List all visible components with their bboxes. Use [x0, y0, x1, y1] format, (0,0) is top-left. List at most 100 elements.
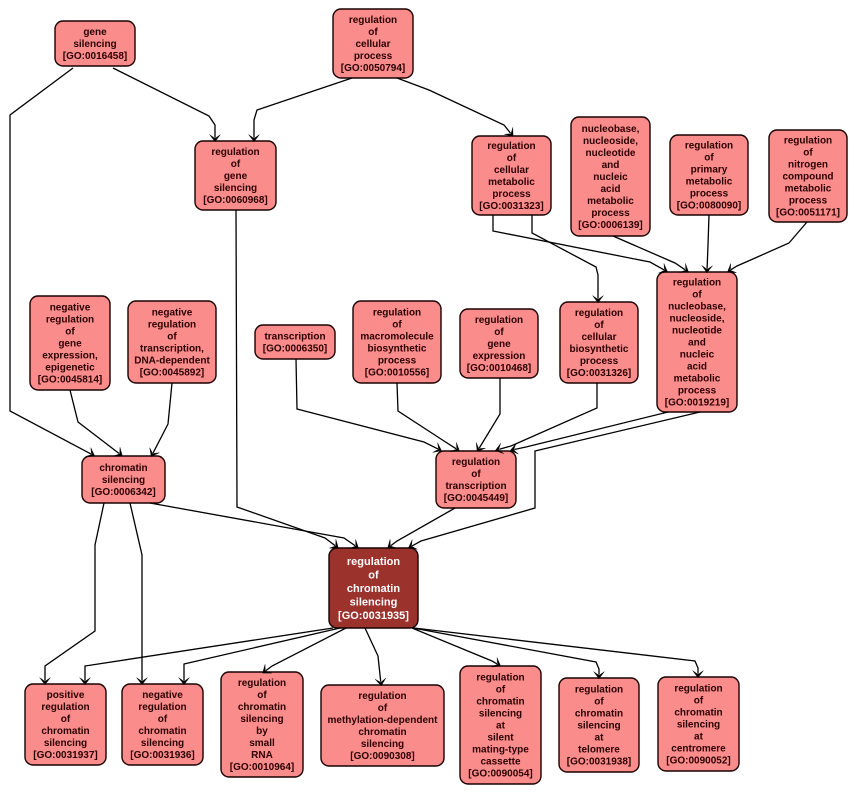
svg-text:gene: gene	[58, 339, 82, 350]
svg-text:at: at	[595, 733, 605, 744]
svg-text:[GO:0051171]: [GO:0051171]	[776, 208, 840, 219]
svg-text:cellular: cellular	[581, 332, 616, 343]
svg-text:regulation: regulation	[784, 136, 832, 147]
svg-text:silencing: silencing	[44, 738, 87, 749]
svg-text:of: of	[392, 320, 402, 331]
svg-text:at: at	[694, 732, 704, 743]
svg-text:chromatin: chromatin	[674, 708, 722, 719]
svg-text:of: of	[692, 290, 702, 301]
svg-text:chromatin: chromatin	[575, 709, 623, 720]
svg-text:cellular: cellular	[355, 39, 390, 50]
svg-text:[GO:0045814]: [GO:0045814]	[38, 375, 102, 386]
svg-text:regulation: regulation	[575, 685, 623, 696]
svg-text:of: of	[507, 153, 517, 164]
svg-text:process: process	[678, 386, 717, 397]
svg-text:expression,: expression,	[42, 351, 98, 362]
svg-text:methylation-dependent: methylation-dependent	[327, 715, 438, 726]
svg-text:of: of	[167, 332, 177, 343]
svg-text:[GO:0019219]: [GO:0019219]	[665, 398, 729, 409]
svg-text:[GO:0006139]: [GO:0006139]	[578, 220, 642, 231]
svg-text:by: by	[256, 726, 268, 737]
svg-text:silencing: silencing	[102, 475, 145, 486]
svg-text:regulation: regulation	[673, 278, 721, 289]
svg-text:[GO:0010964]: [GO:0010964]	[230, 762, 294, 773]
svg-text:positive: positive	[47, 690, 85, 701]
svg-text:silencing: silencing	[577, 721, 620, 732]
svg-text:small: small	[249, 738, 275, 749]
svg-text:of: of	[494, 327, 504, 338]
svg-text:macromolecule: macromolecule	[360, 332, 434, 343]
svg-text:regulation: regulation	[138, 702, 186, 713]
svg-text:process: process	[354, 51, 393, 62]
svg-text:of: of	[471, 469, 481, 480]
svg-text:process: process	[789, 196, 828, 207]
svg-text:of: of	[368, 569, 379, 581]
svg-text:nitrogen: nitrogen	[788, 160, 828, 171]
svg-text:[GO:0016458]: [GO:0016458]	[63, 51, 127, 62]
svg-text:primary: primary	[691, 165, 728, 176]
svg-text:transcription,: transcription,	[140, 344, 204, 355]
svg-text:[GO:0006350]: [GO:0006350]	[263, 344, 327, 355]
svg-text:[GO:0031326]: [GO:0031326]	[567, 368, 631, 379]
svg-text:metabolic: metabolic	[587, 196, 634, 207]
svg-text:transcription: transcription	[264, 332, 325, 343]
svg-text:nucleoside,: nucleoside,	[583, 136, 638, 147]
svg-text:of: of	[158, 714, 168, 725]
svg-text:[GO:0031935]: [GO:0031935]	[338, 610, 409, 622]
svg-text:[GO:0031936]: [GO:0031936]	[130, 750, 194, 761]
svg-text:and: and	[602, 160, 620, 171]
svg-text:nucleoside,: nucleoside,	[669, 314, 724, 325]
svg-text:[GO:0060968]: [GO:0060968]	[203, 195, 267, 206]
svg-text:metabolic: metabolic	[785, 184, 832, 195]
svg-text:epigenetic: epigenetic	[45, 363, 95, 374]
svg-text:regulation: regulation	[238, 678, 286, 689]
svg-text:expression: expression	[473, 351, 526, 362]
svg-text:regulation: regulation	[41, 702, 89, 713]
svg-text:process: process	[690, 189, 729, 200]
svg-text:regulation: regulation	[148, 320, 196, 331]
svg-text:regulation: regulation	[347, 556, 400, 568]
svg-text:silencing: silencing	[479, 709, 522, 720]
svg-text:chromatin: chromatin	[347, 583, 400, 595]
svg-text:regulation: regulation	[575, 308, 623, 319]
svg-text:[GO:0045892]: [GO:0045892]	[140, 368, 204, 379]
svg-text:of: of	[65, 327, 75, 338]
svg-text:regulation: regulation	[475, 315, 523, 326]
svg-text:[GO:0090308]: [GO:0090308]	[350, 751, 414, 762]
svg-text:telomere: telomere	[578, 745, 620, 756]
svg-text:of: of	[378, 703, 388, 714]
svg-text:of: of	[704, 153, 714, 164]
svg-text:biosynthetic: biosynthetic	[570, 344, 629, 355]
svg-text:regulation: regulation	[476, 673, 524, 684]
svg-text:regulation: regulation	[685, 141, 733, 152]
svg-text:process: process	[378, 356, 417, 367]
svg-text:regulation: regulation	[373, 308, 421, 319]
svg-text:compound: compound	[782, 172, 833, 183]
svg-text:nucleobase,: nucleobase,	[582, 124, 640, 135]
svg-text:acid: acid	[600, 184, 620, 195]
svg-text:process: process	[580, 356, 619, 367]
svg-text:of: of	[61, 714, 71, 725]
svg-text:[GO:0010556]: [GO:0010556]	[365, 368, 429, 379]
svg-text:cellular: cellular	[494, 165, 529, 176]
svg-text:gene: gene	[487, 339, 511, 350]
svg-text:gene: gene	[224, 171, 248, 182]
svg-text:transcription: transcription	[445, 481, 506, 492]
svg-text:[GO:0090054]: [GO:0090054]	[468, 769, 532, 780]
svg-text:regulation: regulation	[349, 15, 397, 26]
svg-text:mating-type: mating-type	[472, 745, 529, 756]
svg-text:negative: negative	[50, 303, 91, 314]
svg-text:regulation: regulation	[358, 691, 406, 702]
svg-text:chromatin: chromatin	[138, 726, 186, 737]
svg-text:chromatin: chromatin	[99, 463, 147, 474]
svg-text:nucleic: nucleic	[593, 172, 628, 183]
svg-text:[GO:0050794]: [GO:0050794]	[341, 63, 405, 74]
svg-text:process: process	[492, 189, 531, 200]
svg-text:regulation: regulation	[46, 315, 94, 326]
svg-text:nucleic: nucleic	[680, 350, 715, 361]
svg-text:[GO:0006342]: [GO:0006342]	[91, 487, 155, 498]
svg-text:biosynthetic: biosynthetic	[368, 344, 427, 355]
svg-text:DNA-dependent: DNA-dependent	[134, 356, 210, 367]
svg-text:[GO:0045449]: [GO:0045449]	[444, 493, 508, 504]
svg-text:metabolic: metabolic	[674, 374, 721, 385]
